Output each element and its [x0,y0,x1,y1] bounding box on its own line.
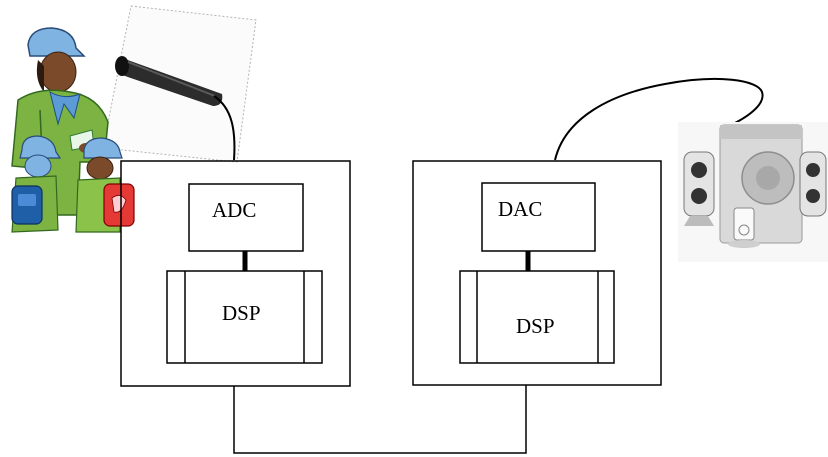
dac-label: DAC [498,197,543,221]
sender-dsp-block [166,270,323,364]
adc-block [188,183,304,252]
left-speaker-icon [683,151,715,226]
sender-dsp-label: DSP [222,301,261,325]
sender-unit-frame [120,160,351,387]
microphone-icon [115,56,223,106]
red-backpack-icon [103,183,135,227]
receiver-unit [412,160,662,386]
right-speaker-icon [799,151,827,217]
dac-block [481,182,596,252]
microphone-cable [213,95,236,161]
microphone-picture [102,5,257,163]
inter-unit-link [233,385,527,454]
sender-unit [120,160,351,387]
speaker-system-illustration [678,122,828,262]
receiver-dsp-label: DSP [516,314,555,338]
receiver-unit-frame [412,160,662,386]
speaker-cable [554,77,764,161]
adc-label: ADC [212,198,257,222]
receiver-dsp-block [459,270,615,364]
teacher-with-children-illustration [11,27,135,233]
media-player-icon [728,207,760,248]
subwoofer-icon [719,124,803,244]
blue-backpack-icon [11,185,43,225]
